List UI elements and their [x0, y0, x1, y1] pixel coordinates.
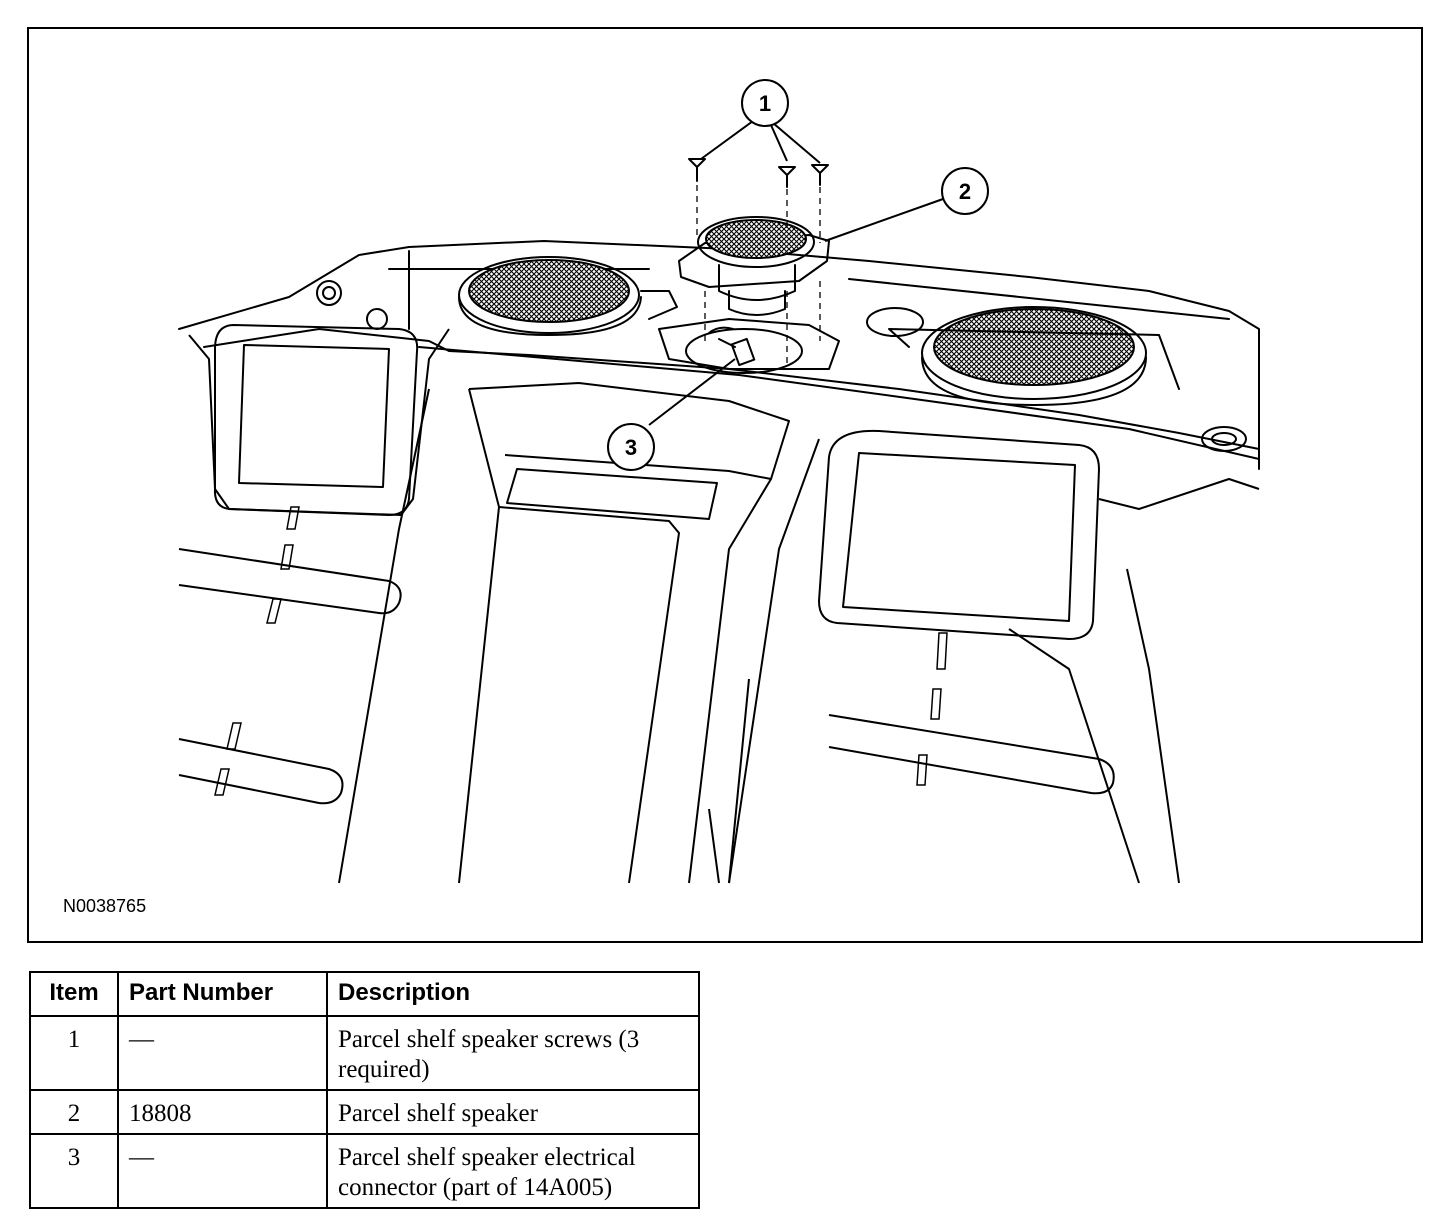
header-description: Description	[326, 971, 700, 1017]
electrical-connector	[730, 337, 756, 367]
screw-icon	[778, 166, 796, 188]
left-seat-back	[188, 328, 450, 516]
callout-2-leader	[824, 198, 944, 242]
callout-3: 3	[607, 423, 655, 471]
parcel-shelf-outline	[178, 240, 1260, 470]
screw-icon	[688, 158, 706, 182]
header-item: Item	[29, 971, 119, 1017]
center-speaker-grille	[705, 219, 807, 259]
right-seat-back	[728, 438, 820, 884]
right-speaker-rim	[921, 306, 1147, 400]
legend-table: Item Part Number Description 1 — Parcel …	[29, 971, 700, 1209]
row-part-number: —	[117, 1015, 328, 1091]
table-row: 1 — Parcel shelf speaker screws (3 requi…	[29, 1015, 700, 1091]
screw-icon	[811, 164, 829, 186]
row-item: 2	[29, 1089, 119, 1135]
callout-2: 2	[941, 167, 989, 215]
left-speaker-rim	[458, 256, 640, 334]
header-part-number: Part Number	[117, 971, 328, 1017]
callout-1: 1	[741, 79, 789, 127]
legend-header-row: Item Part Number Description	[29, 971, 700, 1017]
speaker-mounting-opening	[658, 318, 840, 370]
table-row: 3 — Parcel shelf speaker electrical conn…	[29, 1133, 700, 1209]
callout-2-number: 2	[959, 179, 971, 204]
callout-1-number: 1	[759, 91, 771, 116]
row-part-number: 18808	[117, 1089, 328, 1135]
row-description: Parcel shelf speaker	[326, 1089, 700, 1135]
center-seat-back	[468, 382, 790, 884]
callout-1-leader	[700, 120, 821, 164]
callout-3-leader	[648, 358, 736, 426]
row-description: Parcel shelf speaker screws (3 required)	[326, 1015, 700, 1091]
row-item: 3	[29, 1133, 119, 1209]
center-speaker-rim	[697, 216, 815, 268]
right-speaker-grille	[933, 308, 1135, 386]
row-description: Parcel shelf speaker electrical connecto…	[326, 1133, 700, 1209]
table-row: 2 18808 Parcel shelf speaker	[29, 1089, 700, 1135]
diagram-figure: 1 2 3 N0038765	[27, 27, 1423, 943]
parcel-shelf-edge	[203, 328, 1260, 450]
diagram-drawing: 1 2 3	[178, 79, 1260, 884]
right-head-restraint	[818, 429, 1100, 640]
figure-id-label: N0038765	[63, 896, 147, 916]
callout-3-number: 3	[625, 435, 637, 460]
row-part-number: —	[117, 1133, 328, 1209]
row-item: 1	[29, 1015, 119, 1091]
left-speaker-grille	[468, 259, 630, 323]
